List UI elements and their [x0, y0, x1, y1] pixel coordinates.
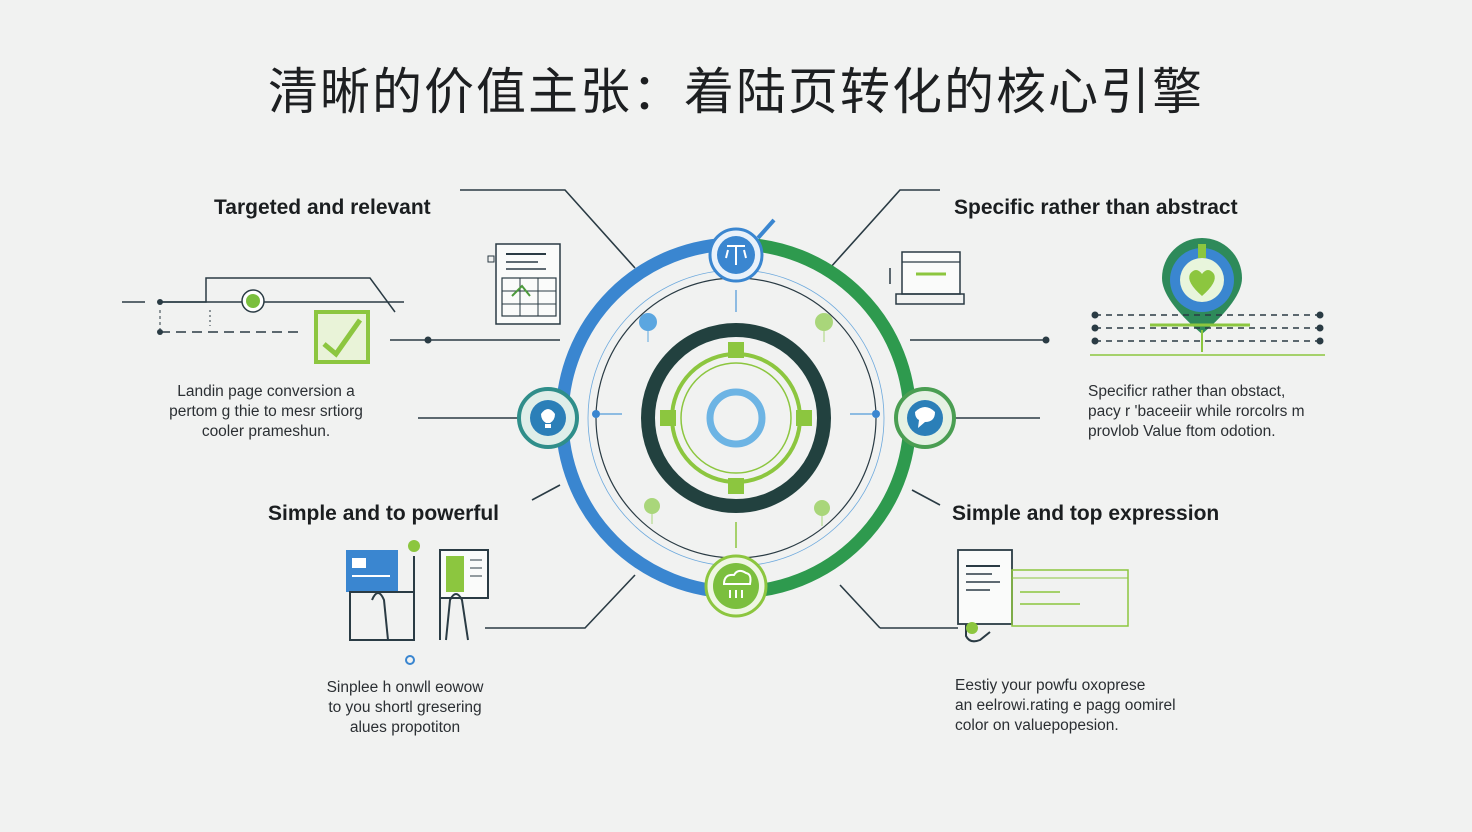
target-icon: [660, 342, 812, 494]
quadrant-heading-targeted: Targeted and relevant: [214, 196, 431, 219]
orbit-dot: [592, 410, 600, 418]
quadrant-desc-specific: Specificr rather than obstact, pacy r 'b…: [1088, 383, 1305, 440]
inner-orbit: [595, 277, 877, 559]
core-ring-green-thin: [680, 362, 792, 474]
scales-icon: [708, 218, 776, 283]
quadrant-heading-specific: Specific rather than abstract: [954, 196, 1238, 219]
location-heart-icon: [1090, 238, 1325, 356]
quadrant-heading-simple-powerful: Simple and to powerful: [268, 502, 500, 525]
orbit-balloons: [639, 313, 833, 526]
document-grid-icon: [487, 243, 561, 325]
connector-bottom-right: [839, 584, 881, 629]
connector-lines: [390, 189, 1045, 629]
document-chart-icon: [957, 549, 1129, 643]
core-ring-green: [670, 352, 802, 484]
connector-dot: [424, 336, 432, 344]
cloud-icon: [704, 522, 768, 618]
quadrant-desc-simple-expression: Eestiy your powfu oxoprese an eelrowi.ra…: [955, 677, 1176, 734]
chat-icon: [894, 387, 956, 449]
page-title: 清晰的价值主张：着陆页转化的核心引擎: [268, 63, 1204, 121]
people-screen-icon: [346, 540, 489, 665]
idea-icon: [517, 387, 579, 449]
core-ring-dark: [641, 323, 831, 513]
connector-bottom-left: [485, 574, 636, 629]
quadrant-heading-simple-expression: Simple and top expression: [952, 502, 1220, 525]
core-ring-blue: [706, 388, 766, 448]
connector-left-lower: [531, 484, 561, 501]
quadrant-desc-targeted: Landin page conversion a pertom g thie t…: [169, 383, 363, 440]
orbit-dot: [872, 410, 880, 418]
connector-dot: [1042, 336, 1050, 344]
check-timeline-icon: [122, 277, 404, 364]
inner-orbit-blue: [587, 269, 885, 567]
quadrant-desc-simple-powerful: Sinplee h onwll eowow to you shortl gres…: [326, 679, 484, 736]
device-icon: [889, 251, 965, 305]
connector-top-right: [829, 189, 940, 269]
connector-top-left: [460, 189, 636, 269]
connector-right-lower: [911, 489, 941, 506]
